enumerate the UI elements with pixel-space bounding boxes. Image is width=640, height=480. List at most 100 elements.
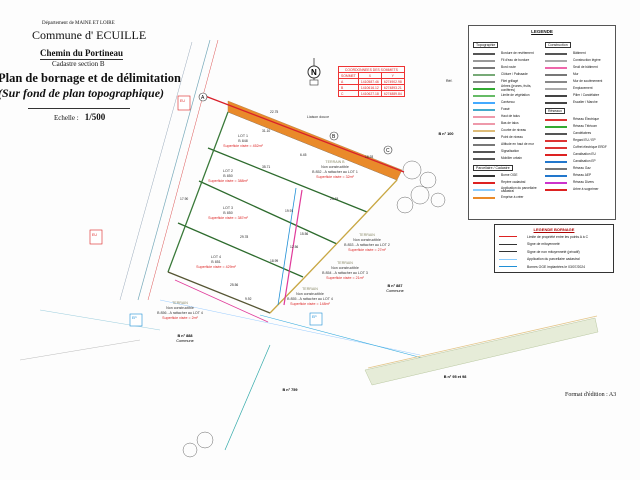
scale: Echelle :1/500: [54, 112, 105, 122]
scale-value: 1/500: [84, 112, 106, 122]
dim: 22.75: [270, 110, 278, 114]
legend-swatch: [473, 158, 495, 161]
legend-label: Altitude en haut de mur: [501, 142, 534, 147]
legend-swatch: [545, 52, 567, 55]
legend-item: Bas de talus: [473, 121, 541, 128]
legend-label: Application du parcellaire cadastral: [501, 185, 537, 194]
legend-parcel-head: Parcellaire / Cadastre: [473, 164, 513, 171]
legend-item: Mur: [545, 71, 613, 78]
road-label: Chemin du Portineau: [40, 48, 124, 60]
lot-3-area: Superficie visée = 387m²: [208, 216, 248, 220]
lot-2-parcel: B 850: [223, 174, 232, 178]
bornage-legend-item: Limite de propriété entre les points A à…: [495, 233, 613, 241]
legend-label: Seuil de bâtiment: [573, 64, 598, 69]
legend-item: Fossé: [473, 107, 541, 114]
legend-swatch: [473, 73, 495, 76]
dim: 18.93: [365, 155, 373, 159]
legend-label: Pilier / Candélabre: [573, 92, 600, 97]
legend-swatch: [473, 52, 495, 55]
legend-swatch: [473, 123, 495, 126]
legend-swatch: [473, 80, 495, 83]
legend-swatch: [545, 73, 567, 76]
legend-label: Canalisation EU: [573, 151, 596, 156]
cell: 6274889.84: [380, 90, 405, 97]
terrain-b-detail: B 852 - A rattacher au LOT 1: [312, 170, 358, 174]
legend-swatch: [545, 174, 567, 177]
dim: 18.99: [270, 259, 278, 263]
legend-label: Bâtiment: [573, 50, 586, 55]
lot-2-area: Superficie visée = 388m²: [208, 179, 248, 183]
bornage-label: Application du parcellaire cadastral: [527, 257, 580, 262]
bornage-swatch: [499, 266, 517, 268]
legend-item: Réseau AEP: [545, 172, 613, 179]
legend-item: Repère cadastral: [473, 180, 541, 187]
legend-item: Escalier / Marche: [545, 99, 613, 106]
lot-1-area: Superficie visée = 452m²: [223, 144, 263, 148]
legend-label: Filet grillagé: [501, 78, 519, 83]
box-eu-1: EU: [180, 99, 185, 103]
box-ep-1: EP: [132, 316, 137, 320]
parcel-887: B n° 887: [387, 284, 402, 288]
parcel-759: B n° 759: [282, 388, 297, 392]
legend-item: Caniveau: [473, 100, 541, 107]
bornage-label: Signe de mitoyenneté: [527, 242, 560, 247]
parcel-887-owner: Commune: [386, 289, 404, 293]
legend-item: Réseau Télécom: [545, 123, 613, 130]
legend-swatch: [545, 139, 567, 142]
page-title: Plan de bornage et de délimitation: [0, 71, 181, 85]
legend-swatch: [473, 196, 495, 199]
legend-item: Seuil de bâtiment: [545, 64, 613, 71]
box-ep-2: EP: [312, 315, 317, 319]
legend-swatch: [545, 59, 567, 62]
dim: 12.56: [290, 245, 298, 249]
bornage-legend-item: Signe de non mitoyenneté (privatif): [495, 248, 613, 256]
terrain-5-detail: B 856 - A rattacher au LOT 4: [157, 311, 203, 315]
legend-label: Mur de soutènement: [573, 78, 603, 83]
lot-4-parcel: B 851: [211, 260, 220, 264]
lot-3-name: LOT 3: [223, 206, 233, 210]
terrain-4-name: TERRAIN: [302, 287, 318, 291]
legend-label: Réseau Télécom: [573, 123, 598, 128]
survey-points: [198, 92, 393, 155]
bornage-swatch: [499, 243, 517, 245]
terrain-4-status: Non constructible: [296, 292, 324, 296]
dim: 35.71: [262, 165, 270, 169]
lots-area: [167, 111, 398, 314]
bornage-legend-item: Bornes OGE implantées le 03/07/2024: [495, 263, 613, 271]
legend-label: Réseau Divers: [573, 179, 594, 184]
legend-label: Coffret électrique ERDF: [573, 144, 607, 149]
terrain-3-status: Non constructible: [331, 266, 359, 270]
north-arrow-icon: [307, 58, 321, 86]
legend-item: Regard EU / EP: [545, 137, 613, 144]
dim: 9.92: [245, 297, 252, 301]
legend-item: Fil d'eau de bordure: [473, 57, 541, 64]
legend-item: Emplacement: [545, 85, 613, 92]
bornage-label: Signe de non mitoyenneté (privatif): [527, 249, 580, 254]
boundary-line-a-c: [204, 95, 405, 173]
legend-item: Altitude en haut de mur: [473, 142, 541, 149]
band-edge: [367, 315, 598, 369]
pink-divider-2: [174, 279, 269, 323]
legend-swatch: [473, 59, 495, 62]
legend-label: Point de niveau: [501, 135, 523, 140]
legend-item: Mur de soutènement: [545, 78, 613, 85]
legend-constr-head: Construction: [545, 42, 571, 48]
terrain-2-area: Superficie visée = 27m²: [348, 248, 386, 252]
legend-item: Bord route: [473, 64, 541, 71]
dim: 25.19: [330, 197, 338, 201]
bornage-label: Limite de propriété entre les points A à…: [527, 234, 589, 239]
dim: 15.56: [300, 232, 308, 236]
legend-swatch: [473, 130, 495, 133]
legend-item: Bâtiment: [545, 50, 613, 57]
legend-topo-head: Topographie: [473, 42, 499, 48]
legend-label: Construction légère: [573, 57, 601, 62]
legend-label: Réseau Gaz: [573, 165, 591, 170]
legend-label: Caniveau: [501, 100, 515, 105]
legend-item: Filet grillagé: [473, 78, 541, 85]
point-a: A: [201, 95, 205, 101]
legend-swatch: [545, 132, 567, 135]
legend-swatch: [473, 95, 495, 98]
legend-label: Bord route: [501, 64, 516, 69]
